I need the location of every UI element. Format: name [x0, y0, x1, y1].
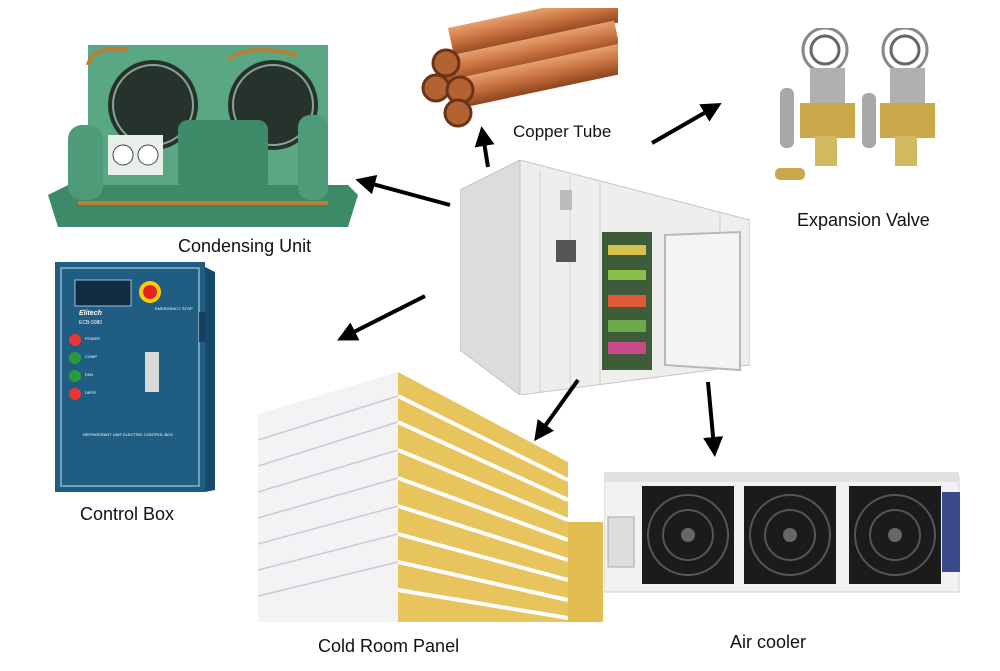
control-box-brand: Elitech — [79, 310, 102, 317]
control-box-indicator-comp: COMP — [85, 354, 97, 359]
control-box-indicator-defr: DEFR — [85, 390, 96, 395]
arrow-to-control-box — [337, 294, 426, 341]
control-box-stop-label: EMERGENCY STOP — [155, 306, 193, 311]
arrow-to-cold-room-panel — [534, 378, 580, 442]
control-box-model: ECB-5080 — [79, 320, 103, 326]
arrow-to-copper-tube — [474, 126, 495, 168]
control-box-label: Control Box — [80, 504, 175, 524]
cold-room-panel-image — [258, 372, 603, 624]
expansion-valve-label: Expansion Valve — [797, 210, 930, 230]
control-box-image: Elitech ECB-5080 EMERGENCY STOP POWER CO… — [55, 262, 215, 494]
control-box-indicator-fan: FAN — [85, 372, 93, 377]
condensing-unit-label: Condensing Unit — [178, 236, 312, 256]
cold-room-image — [460, 160, 750, 395]
air-cooler-label: Air cooler — [730, 632, 807, 652]
air-cooler-image — [604, 472, 966, 600]
expansion-valve-image — [770, 28, 950, 183]
arrow-to-air-cooler — [703, 381, 724, 457]
condensing-unit-image — [48, 45, 360, 235]
arrow-to-expansion-valve — [651, 103, 722, 145]
cold-room-panel-label: Cold Room Panel — [318, 636, 460, 656]
arrow-to-condensing-unit — [355, 174, 451, 207]
copper-tube-label: Copper Tube — [513, 122, 612, 141]
control-box-title-plate: REFRIGERANT UNIT ELECTRIC CONTROL BOX — [83, 432, 173, 437]
control-box-indicator-power: POWER — [85, 336, 101, 341]
copper-tube-image — [418, 8, 618, 128]
